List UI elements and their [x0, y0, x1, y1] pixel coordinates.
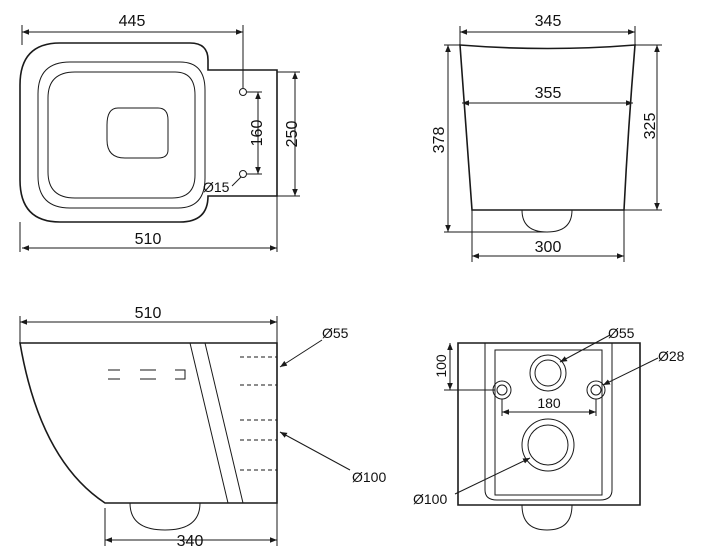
dim-180: 180 — [537, 395, 561, 411]
dim-510: 510 — [135, 231, 162, 248]
dim-250: 250 — [284, 121, 301, 148]
side-view: 510 Ø55 Ø100 340 — [19, 305, 386, 550]
dim-355: 355 — [535, 85, 562, 102]
mounting-hole — [239, 170, 247, 178]
mounting-hole — [239, 88, 247, 96]
dim-340: 340 — [177, 533, 204, 550]
dim-345: 345 — [535, 13, 562, 30]
dim-inlet-diameter: Ø55 — [322, 325, 349, 341]
dim-378: 378 — [431, 127, 448, 154]
rear-view: 100 180 Ø55 Ø28 Ø100 — [413, 325, 685, 531]
dim-160: 160 — [249, 120, 266, 147]
dim-rear-inlet-diameter: Ø55 — [608, 325, 635, 341]
dim-outlet-diameter: Ø100 — [352, 469, 386, 485]
dim-rear-outlet-diameter: Ø100 — [413, 491, 447, 507]
dim-325: 325 — [642, 113, 659, 140]
front-view: 345 355 378 325 300 — [431, 13, 662, 262]
dim-hole-diameter: Ø15 — [203, 179, 230, 195]
top-view: 445 510 160 250 Ø15 — [19, 13, 301, 252]
dim-300: 300 — [535, 239, 562, 256]
dim-510-side: 510 — [135, 305, 162, 322]
dim-bolt-diameter: Ø28 — [658, 348, 685, 364]
dim-100: 100 — [433, 354, 449, 378]
dim-445: 445 — [119, 13, 146, 30]
